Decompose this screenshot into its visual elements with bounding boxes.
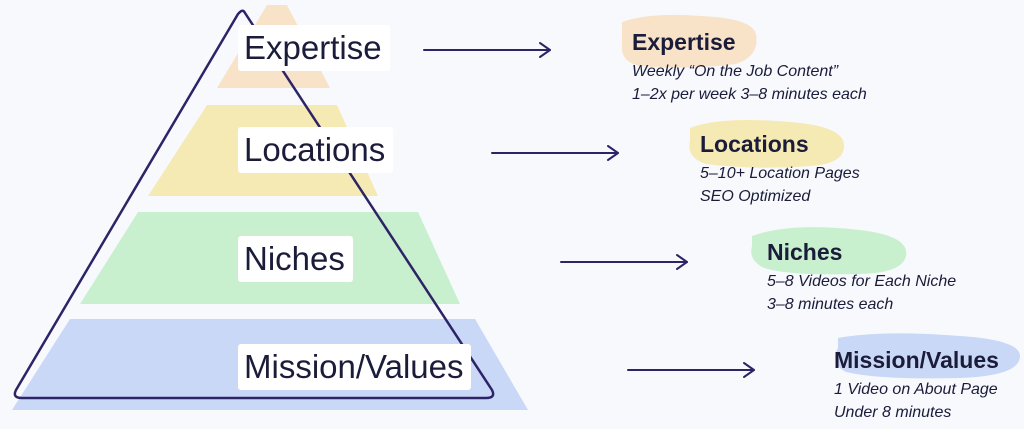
detail-line: SEO Optimized bbox=[700, 188, 811, 205]
layer-label-locations: Locations bbox=[238, 127, 394, 173]
arrow-mission-values bbox=[627, 362, 755, 378]
detail-line: 3–8 minutes each bbox=[767, 296, 894, 313]
detail-title-mission-values: Mission/Values bbox=[834, 347, 999, 373]
layer-label-niches: Niches bbox=[238, 236, 353, 282]
detail-mission-values: Mission/Values 1 Video on About Page Und… bbox=[834, 346, 999, 424]
highlight-locations bbox=[689, 120, 845, 168]
detail-expertise: Expertise Weekly “On the Job Content” 1–… bbox=[632, 28, 867, 106]
detail-line: Weekly “On the Job Content” bbox=[632, 63, 839, 80]
detail-title-locations: Locations bbox=[700, 131, 809, 157]
detail-line: 1–2x per week 3–8 minutes each bbox=[632, 86, 867, 103]
detail-line: 5–10+ Location Pages bbox=[700, 165, 860, 182]
pyramid-outline bbox=[13, 9, 495, 400]
detail-line: 1 Video on About Page bbox=[834, 381, 998, 398]
arrow-locations bbox=[491, 145, 619, 161]
detail-title-expertise: Expertise bbox=[632, 29, 736, 55]
layer-label-expertise: Expertise bbox=[238, 25, 390, 71]
highlight-expertise bbox=[621, 14, 757, 68]
detail-niches: Niches 5–8 Videos for Each Niche 3–8 min… bbox=[767, 238, 956, 316]
arrow-niches bbox=[560, 254, 688, 270]
detail-locations: Locations 5–10+ Location Pages SEO Optim… bbox=[700, 130, 860, 208]
layer-label-mission-values: Mission/Values bbox=[238, 344, 472, 390]
detail-line: Under 8 minutes bbox=[834, 404, 952, 421]
highlight-niches bbox=[751, 227, 907, 275]
arrow-expertise bbox=[423, 42, 551, 58]
detail-line: 5–8 Videos for Each Niche bbox=[767, 273, 957, 290]
detail-title-niches: Niches bbox=[767, 239, 843, 265]
highlight-mission-values bbox=[835, 333, 1020, 379]
